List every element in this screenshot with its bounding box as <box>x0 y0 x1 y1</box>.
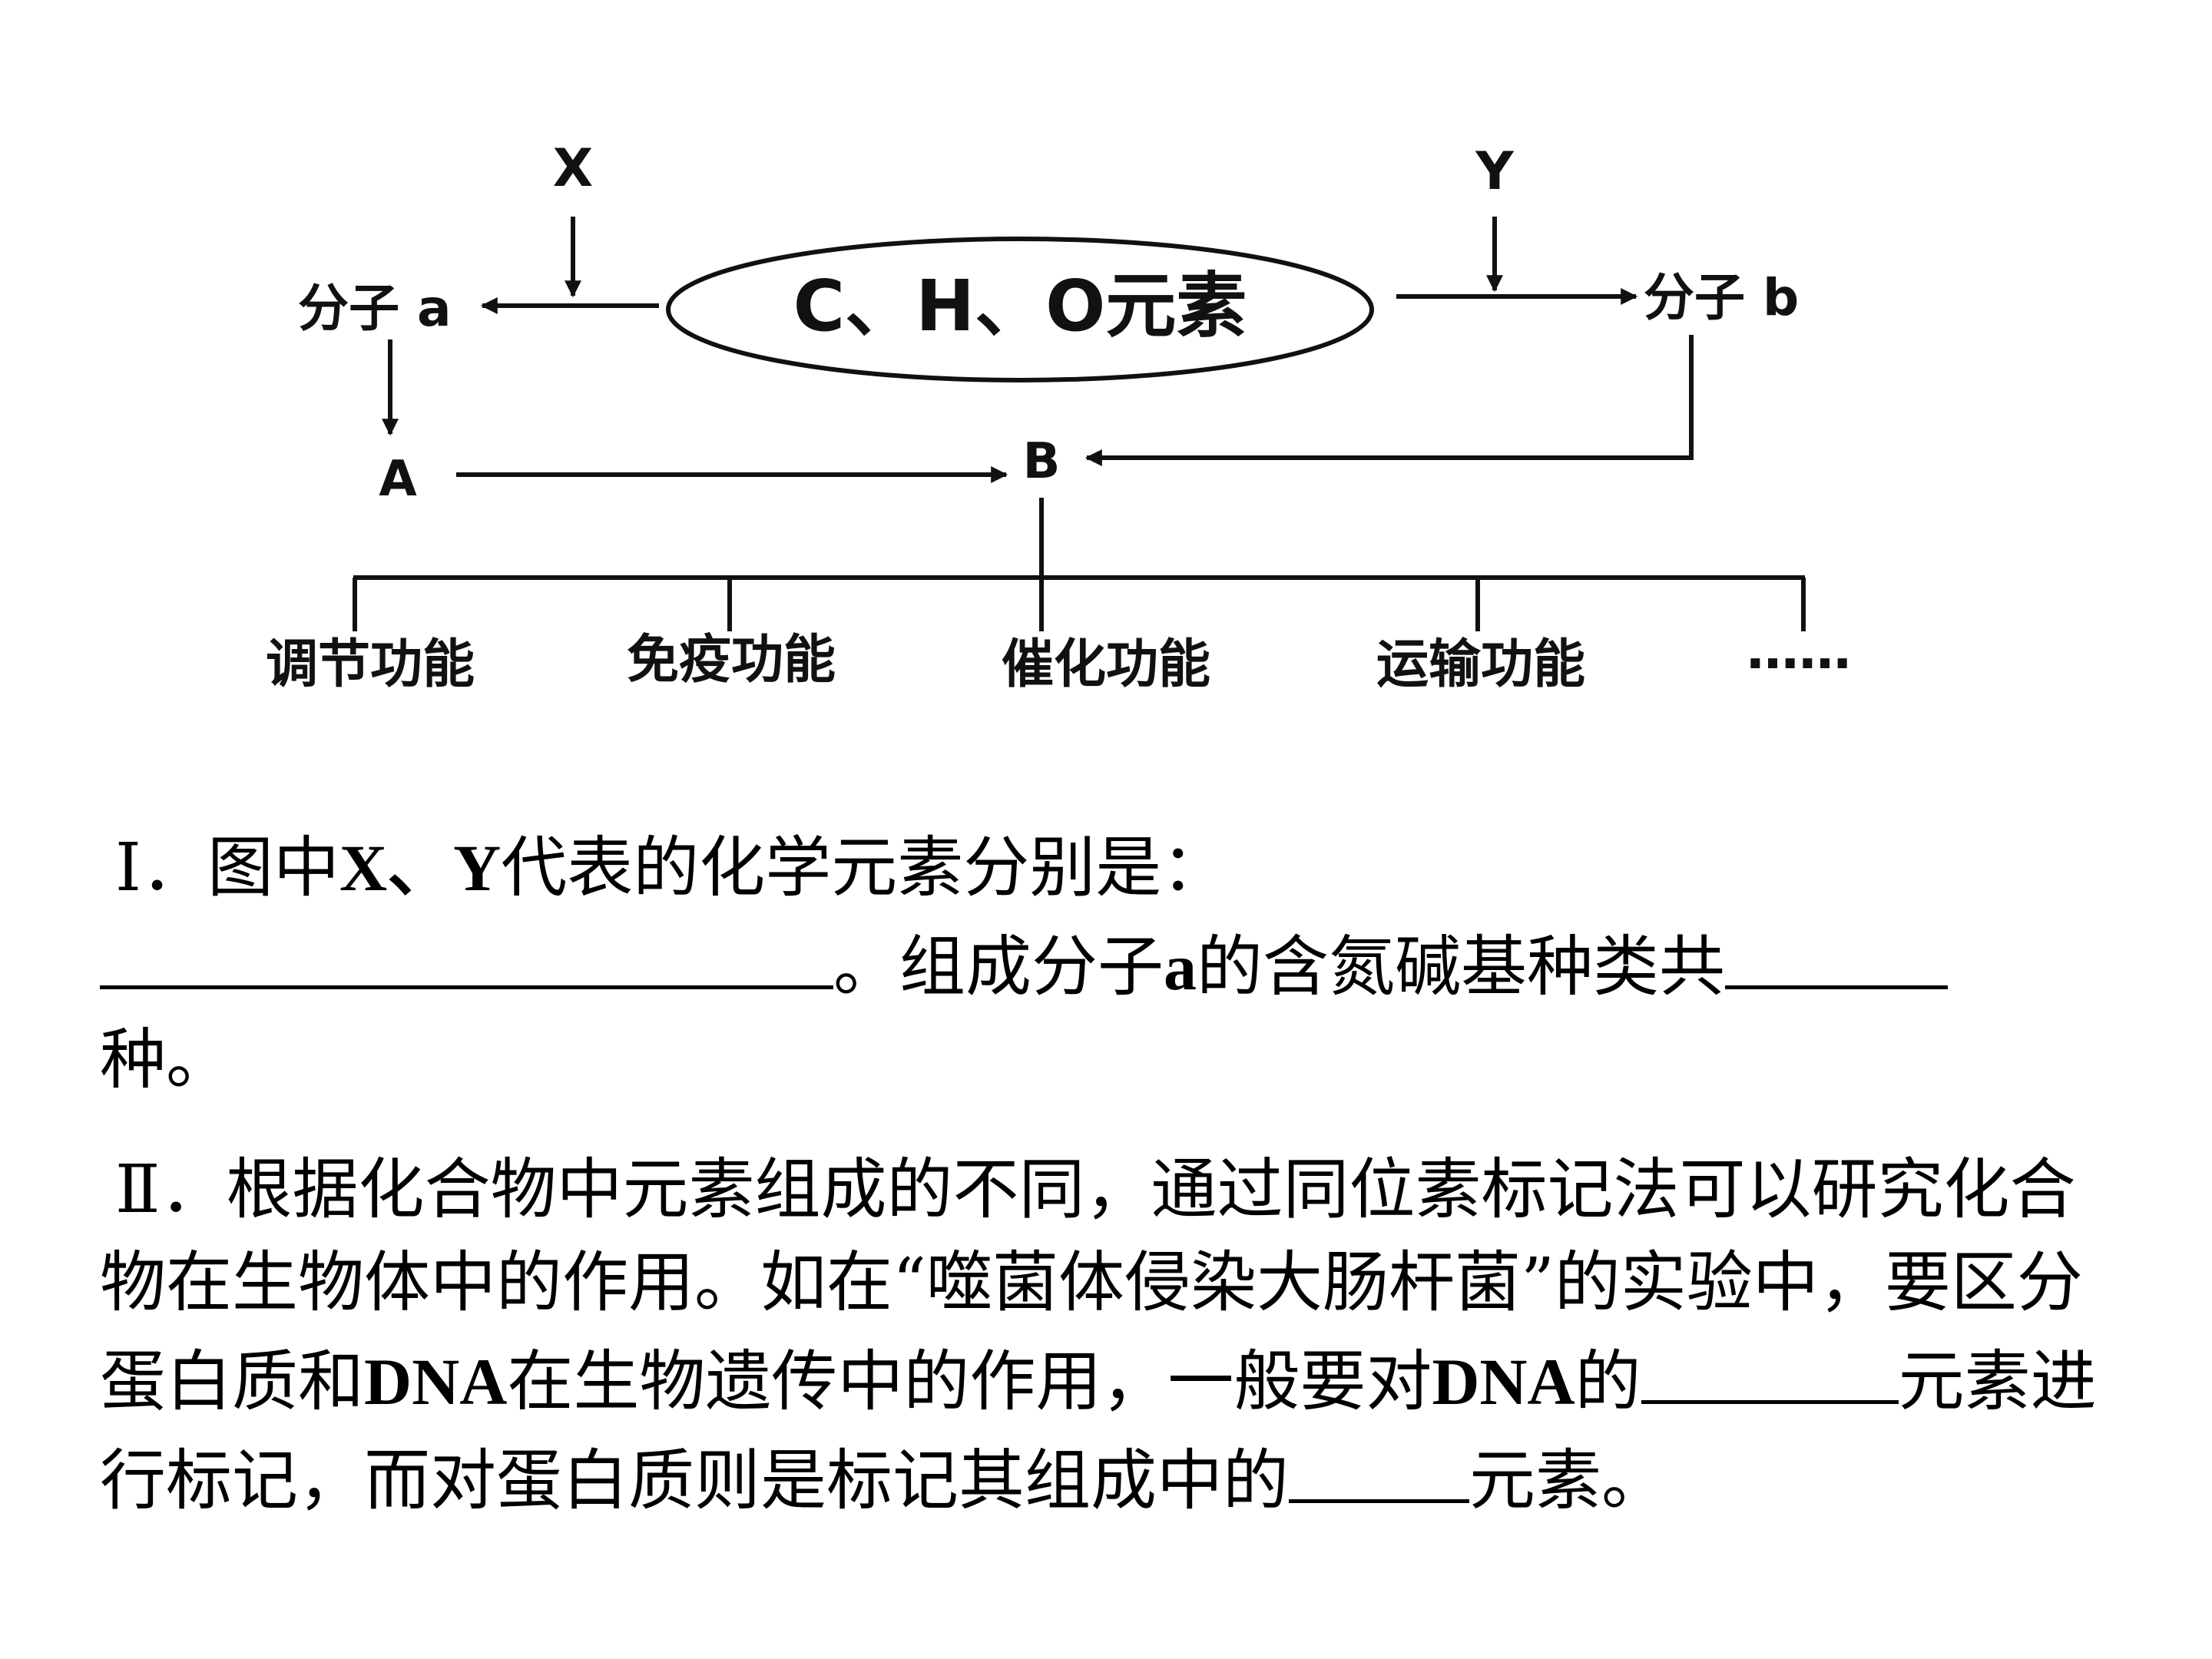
node-a-label: A <box>379 451 417 508</box>
molecule-a-label: 分子 a <box>298 279 452 338</box>
answer-blank-base-count[interactable] <box>1725 915 1948 989</box>
diagram: C、H、O元素 X 分子 a Y 分子 b A B 调节功能 免疫功能 催化功能 <box>266 138 1851 695</box>
q1-text-4: 的含氮碱基种类共 <box>1197 929 1725 1005</box>
q1-a: a <box>1164 930 1197 1004</box>
question-text: Ⅰ．图中X、Y代表的化学元素分别是： 。组成分子a的含氮碱基种类共种。 Ⅱ．根据化… <box>100 822 2128 1528</box>
q2-text-1: Ⅱ．根据化合物中元素组成的不同，通过同位素标记法可以研究化合物在生物体中的作用。… <box>100 1151 2083 1420</box>
q1-text-1: Ⅰ．图中 <box>115 830 339 906</box>
q1-xy: X、Y <box>339 831 502 905</box>
function-label-catalysis: 催化功能 <box>1002 634 1210 695</box>
answer-blank-xy[interactable] <box>100 915 833 989</box>
answer-blank-protein-element[interactable] <box>1289 1429 1469 1503</box>
q1-text-2: 代表的化学元素分别是： <box>501 830 1228 906</box>
function-label-immunity: 免疫功能 <box>627 630 836 690</box>
center-label: C、H、O元素 <box>793 265 1247 347</box>
answer-blank-dna-element[interactable] <box>1641 1330 1899 1404</box>
q1-text-5: 种。 <box>100 1022 232 1098</box>
molecule-b-label: 分子 b <box>1644 268 1799 327</box>
question-part-2: Ⅱ．根据化合物中元素组成的不同，通过同位素标记法可以研究化合物在生物体中的作用。… <box>100 1144 2128 1528</box>
x-label: X <box>553 138 593 199</box>
q2-text-2: 在生物遗传中的作用，一般要对 <box>507 1343 1432 1420</box>
q2-text-3: 的 <box>1575 1343 1641 1420</box>
question-part-1: Ⅰ．图中X、Y代表的化学元素分别是： 。组成分子a的含氮碱基种类共种。 <box>100 822 2128 1107</box>
q1-text-3: 。组成分子 <box>833 929 1164 1005</box>
function-label-ellipsis: …… <box>1747 621 1851 681</box>
center-ellipse <box>666 237 1374 382</box>
y-label: Y <box>1475 141 1514 202</box>
line-molecule-b-to-node-b <box>1084 335 1694 466</box>
q2-text-4: 元素进行标记，而对蛋白质则是标记其组成中的 <box>100 1343 2097 1519</box>
function-label-transport: 运输功能 <box>1376 634 1585 695</box>
node-b-label: B <box>1023 433 1061 490</box>
q2-text-5: 元素。 <box>1469 1442 1667 1519</box>
function-label-regulation: 调节功能 <box>266 634 475 695</box>
q2-dna-2: DNA <box>1432 1345 1575 1419</box>
q2-dna-1: DNA <box>364 1345 508 1419</box>
